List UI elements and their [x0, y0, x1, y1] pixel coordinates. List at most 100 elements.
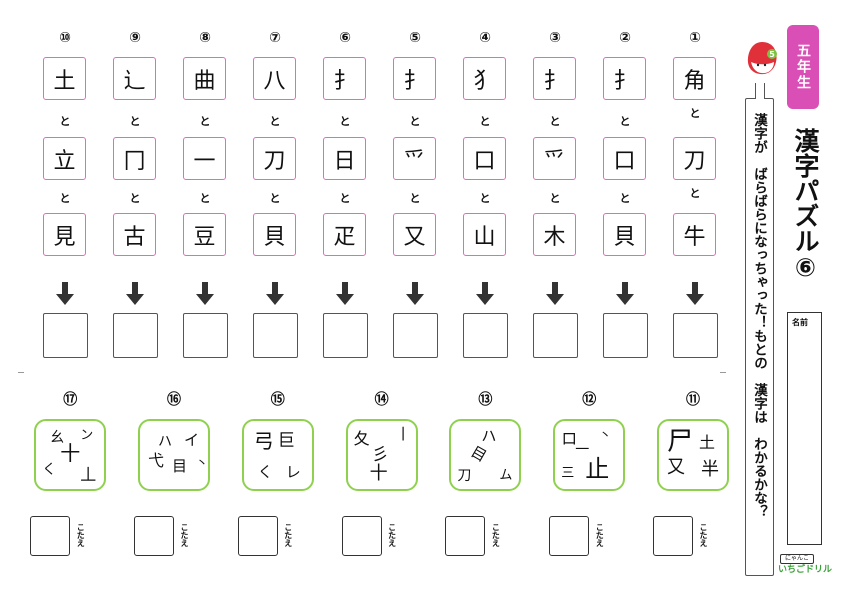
- connector-to: と: [339, 192, 351, 205]
- connector-to: と: [199, 115, 211, 128]
- brand-logo: にゃんこ いちごドリル: [778, 554, 838, 576]
- part-box: 八: [253, 57, 296, 100]
- puzzle-number: ⑪: [686, 392, 700, 408]
- puzzle-number: ⑯: [167, 392, 181, 408]
- arrow-down-icon: [405, 282, 425, 306]
- connector-to: と: [619, 115, 631, 128]
- answer-box[interactable]: [445, 516, 486, 556]
- kanji-fragment: イ: [184, 431, 200, 449]
- part-box: 古: [113, 213, 156, 256]
- part-box: 扌: [393, 57, 436, 100]
- puzzle-number: ⑫: [582, 392, 597, 408]
- kanji-fragment: 彡: [371, 445, 389, 465]
- kanji-fragment: く: [257, 463, 273, 481]
- connector-to: と: [549, 192, 561, 205]
- answer-box[interactable]: [673, 313, 718, 358]
- connector-to: と: [129, 115, 141, 128]
- part-box: 扌: [603, 57, 646, 100]
- connector-to: と: [269, 192, 281, 205]
- kanji-fragment: ム: [499, 468, 513, 483]
- part-box: 日: [323, 137, 366, 180]
- kanji-fragment: ハ: [481, 427, 497, 445]
- kanji-fragment: ン: [80, 428, 94, 443]
- puzzle-number: ⑨: [129, 30, 141, 46]
- part-box: 見: [43, 213, 86, 256]
- kanji-fragment: く: [42, 462, 57, 478]
- connector-to: と: [339, 115, 351, 128]
- answer-box[interactable]: [323, 313, 368, 358]
- answer-box[interactable]: [113, 313, 158, 358]
- puzzle-number: ①: [689, 30, 701, 46]
- answer-box[interactable]: [533, 313, 578, 358]
- part-box: 木: [533, 213, 576, 256]
- kanji-fragment: ロ: [561, 429, 578, 448]
- puzzle-number: ⑰: [63, 392, 78, 408]
- answer-box[interactable]: [134, 516, 174, 556]
- kanji-fragment: レ: [285, 463, 301, 481]
- answer-box[interactable]: [253, 313, 298, 358]
- part-box: 口: [603, 137, 646, 180]
- kanji-fragment: ハ: [158, 434, 172, 450]
- arrow-down-icon: [265, 282, 285, 306]
- kanji-fragment: 十: [369, 463, 388, 484]
- answer-box[interactable]: [341, 516, 382, 556]
- puzzle-number: ⑭: [374, 392, 389, 408]
- answer-box[interactable]: [549, 516, 590, 556]
- scrambled-kanji-box: 夂丨彡十: [345, 419, 418, 491]
- connector-to: と: [59, 115, 71, 128]
- answer-label: こたえ: [76, 523, 86, 547]
- connector-to: と: [549, 115, 561, 128]
- puzzle-number: ④: [479, 30, 491, 46]
- kanji-fragment: 三: [561, 466, 575, 481]
- answer-box[interactable]: [237, 516, 278, 556]
- puzzle-number: ⑬: [478, 392, 493, 408]
- kanji-fragment: 土: [699, 433, 716, 452]
- answer-label: こたえ: [387, 523, 397, 547]
- kanji-fragment: 丶: [599, 428, 612, 442]
- arrow-down-icon: [685, 282, 705, 306]
- answer-label: こたえ: [595, 523, 605, 547]
- kanji-fragment: 一: [575, 442, 590, 458]
- grade-badge: 五年生: [787, 25, 819, 109]
- answer-box[interactable]: [603, 313, 648, 358]
- scrambled-kanji-box: ハ目刀ム: [449, 419, 522, 491]
- kanji-fragment: 目: [468, 442, 491, 466]
- kanji-fragment: 半: [701, 459, 719, 480]
- answer-box[interactable]: [183, 313, 228, 358]
- part-box: 爫: [393, 137, 436, 180]
- part-box: 貝: [253, 213, 296, 256]
- part-box: 扌: [323, 57, 366, 100]
- answer-box[interactable]: [43, 313, 88, 358]
- connector-to: と: [619, 192, 631, 205]
- part-box: 疋: [323, 213, 366, 256]
- arrow-down-icon: [615, 282, 635, 306]
- answer-box[interactable]: [393, 313, 438, 358]
- part-box: 土: [43, 57, 86, 100]
- answer-box[interactable]: [653, 516, 693, 556]
- cut-mark: [720, 372, 726, 373]
- puzzle-number: ⑮: [270, 392, 285, 408]
- kanji-fragment: 尸: [667, 427, 694, 457]
- speech-bubble: 漢字が ばらばらになっちゃった！もとの 漢字は わかるかな？: [745, 83, 774, 576]
- kanji-fragment: 弋: [148, 451, 165, 470]
- kanji-fragment: 丶: [196, 456, 209, 470]
- part-box: 扌: [533, 57, 576, 100]
- part-box: 豆: [183, 213, 226, 256]
- scrambled-kanji-box: ロ丶一三止: [553, 419, 626, 491]
- puzzle-number: ⑧: [199, 30, 211, 46]
- part-box: 山: [463, 213, 506, 256]
- logo-main: いちごドリル: [778, 565, 833, 575]
- page-title: 漢字パズル⑥: [791, 128, 820, 282]
- part-box: 刀: [673, 137, 716, 180]
- puzzle-number: ⑤: [409, 30, 421, 46]
- name-field[interactable]: 名前: [787, 312, 822, 545]
- answer-box[interactable]: [463, 313, 508, 358]
- connector-to: と: [409, 192, 421, 205]
- kanji-fragment: 夂: [353, 429, 370, 448]
- connector-to: と: [689, 107, 701, 120]
- part-box: 刀: [253, 137, 296, 180]
- answer-box[interactable]: [30, 516, 71, 556]
- arrow-down-icon: [195, 282, 215, 306]
- scrambled-kanji-box: 尸土又半: [657, 419, 729, 491]
- kanji-fragment: 巨: [277, 431, 295, 451]
